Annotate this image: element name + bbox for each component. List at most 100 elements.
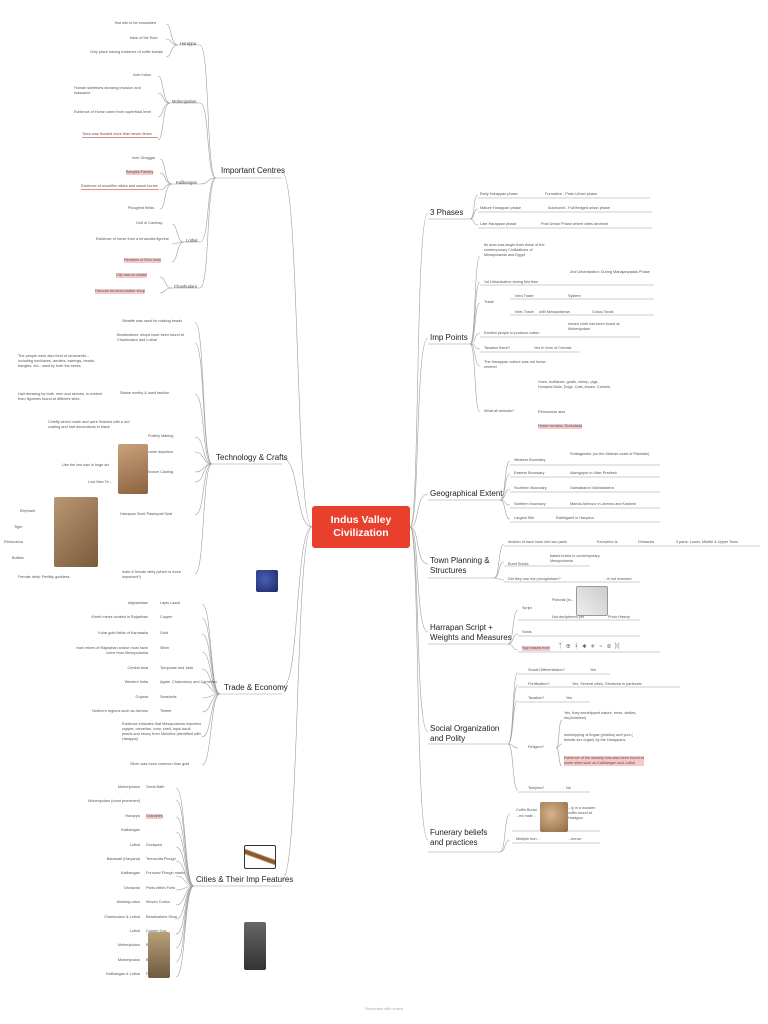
town-item: Exception is [597, 540, 618, 544]
branch-funerary[interactable]: Funerary beliefs and practices [430, 828, 488, 847]
imp-point: What all animals? [484, 409, 514, 413]
mohenjodaro-item: river Indus [133, 73, 151, 77]
tech-item: Hair dressing by both, men and women, is… [18, 392, 103, 401]
centre-kalibangan[interactable]: Kalibangan [176, 180, 197, 185]
funerary-item: Coffin Burial [516, 808, 537, 812]
centre-harappa[interactable]: Harappa [180, 41, 197, 46]
phase-desc: Post Urban Phase where cities declined [541, 222, 609, 226]
trade-source: Gujarat [135, 695, 148, 699]
script-item: Seals [522, 630, 532, 634]
trade-commodity: Lapis Lazuli [160, 601, 181, 605]
funerary-item: Multiple buri... [516, 837, 540, 841]
central-topic[interactable]: Indus Valley Civilization [312, 506, 410, 548]
funerary-item: ...bence [568, 837, 582, 841]
phase-name: Early Harappan phase [480, 192, 518, 196]
city-name: Kalibangan [120, 828, 140, 833]
city-name: Mohenjodaro [117, 943, 140, 948]
branch-town-planning[interactable]: Town Planning & Structures [430, 556, 490, 575]
harappa-item: Only place having evidence of coffin bur… [90, 50, 163, 54]
tech-item: Harrapan Seal/ Pashupati Seal [120, 512, 173, 516]
branch-social-organization[interactable]: Social Organization and Polity [430, 724, 500, 743]
branch-imp-points[interactable]: Imp Points [430, 333, 468, 342]
branch-technology-crafts[interactable]: Technology & Crafts [216, 453, 288, 462]
imp-point: Trade [484, 300, 494, 304]
seal-animal: Tiger [14, 525, 23, 529]
imp-point: The Harappan culture was not horse-centr… [484, 360, 547, 369]
pashupati-seal-image [54, 497, 98, 567]
priest-king-image [148, 932, 170, 978]
kalibangan-item: Bangles Factory [126, 170, 154, 175]
pottery-image [540, 802, 568, 832]
social-item: Yes, they worshipped nature, trees, deit… [564, 711, 637, 720]
geo-boundary: Southern Boundary [514, 486, 547, 490]
trade-source: Northern regions such as Jammu [92, 709, 148, 713]
kalibangan-item: river Ghaggar [132, 156, 156, 160]
bronze-figurine-image [118, 444, 148, 494]
tech-item: Lost Wax Te... [88, 480, 112, 484]
imp-point: 1st Urbanisation during this time [484, 280, 539, 284]
social-item: Yes [566, 696, 573, 700]
imp-point: 2nd Urbanisation: During Mahajanpadas Ph… [570, 270, 650, 274]
script-item: Proto History [608, 615, 630, 619]
trade-commodity: Silver [160, 646, 170, 650]
centre-mohenjodaro[interactable]: Mohenjodaro [172, 99, 197, 104]
phase-desc: Advanced - Full fledged urban phase [548, 206, 611, 210]
geo-value: Sutkagendor (on the Makran coast of Paki… [570, 452, 650, 456]
tech-item: Statue worthy & used fashion [120, 391, 170, 395]
city-name: Dholavira [123, 885, 140, 890]
tech-item: Steatite was used for making beads [122, 319, 183, 323]
city-feature: Furrows/ Plough marks [146, 871, 186, 876]
chanhudaro-item: Famous for bead-maker shop [95, 289, 145, 294]
centre-chanhudaro[interactable]: Chanhudaro [174, 284, 198, 289]
social-item: Religion? [528, 745, 544, 749]
tech-item: Pottery Making [148, 434, 174, 438]
geo-value: Manda Akhnoor in Jammu and Kashmir [570, 502, 637, 506]
city-feature: Beadmakers Shop [146, 914, 178, 919]
city-name: Banawali (Haryana) [106, 857, 140, 861]
imp-point: Intra Trade: [515, 294, 535, 298]
city-name: Kalibangan & Lothal [106, 972, 140, 977]
script-item: Script [522, 606, 532, 610]
city-feature: Dockyard [146, 842, 163, 847]
branch-trade-economy[interactable]: Trade & Economy [224, 683, 288, 692]
tech-item: Bronze Casting [147, 470, 173, 474]
seal-animal: Elephant [20, 509, 35, 513]
branch-script-weights[interactable]: Harrapan Script + Weights and Measures [430, 623, 512, 642]
footer-credit: Presented with xmind [364, 1006, 404, 1011]
geo-value: Alamgirpur in Uttar Pradesh [570, 471, 617, 475]
centre-lothal[interactable]: Lothal [186, 238, 198, 243]
branch-geographical-extent[interactable]: Geographical Extent [430, 489, 503, 498]
imp-point: Yes In form of Cereals [534, 346, 572, 350]
kalibangan-item: Ploughed fields [128, 206, 154, 210]
city-feature: Parts within Forts [146, 885, 176, 890]
tech-item: Beadmakers' shops have been found at Cha… [117, 333, 184, 342]
social-item: Fortification? [528, 682, 550, 686]
tech-item: The people were also fond of ornaments –… [18, 354, 95, 368]
imp-point: Rhinoceros also [538, 410, 566, 414]
mohenjodaro-item: Human skeletons showing invasion and mas… [74, 86, 141, 95]
seal-image [576, 586, 608, 616]
trade-commodity: Seashells [160, 695, 177, 699]
town-item: 3 parts: Lower, Middle & Upper Town [676, 540, 738, 544]
tech-item: male & female deity (which is more impor… [122, 570, 181, 579]
city-name: Mohenjodaro [117, 785, 140, 789]
lothal-item: Remains of Rice husk [124, 258, 161, 263]
city-feature: Great Bath [146, 785, 165, 789]
plough-image [244, 845, 276, 869]
script-item: Pictorial (in... [552, 598, 574, 602]
social-item: No [566, 786, 571, 790]
phase-name: Mature Harappan phase [480, 206, 521, 210]
branch-phases[interactable]: 3 Phases [430, 208, 464, 217]
city-name: Mohenjo-daro [116, 900, 140, 905]
trade-note: Evidence indicates that Mesopotamia impo… [122, 722, 201, 741]
mohenjodaro-item: Evidence of Horse came from superficial … [74, 110, 152, 114]
branch-important-centres[interactable]: Important Centres [221, 166, 286, 175]
geo-value: Rakhigarhi in Haryana [556, 516, 594, 520]
geo-value: Daimabad in Maharashtra [570, 486, 614, 490]
branch-cities-features[interactable]: Cities & Their Imp Features [196, 875, 294, 884]
imp-point: Taxation there? [484, 346, 510, 350]
imp-point: Horse remains: Surkotada [538, 424, 583, 429]
town-item: Dholavira [638, 540, 655, 544]
trade-note: Silver was more common than gold [130, 762, 190, 766]
imp-point: Its area was larger than those of the co… [484, 243, 545, 257]
